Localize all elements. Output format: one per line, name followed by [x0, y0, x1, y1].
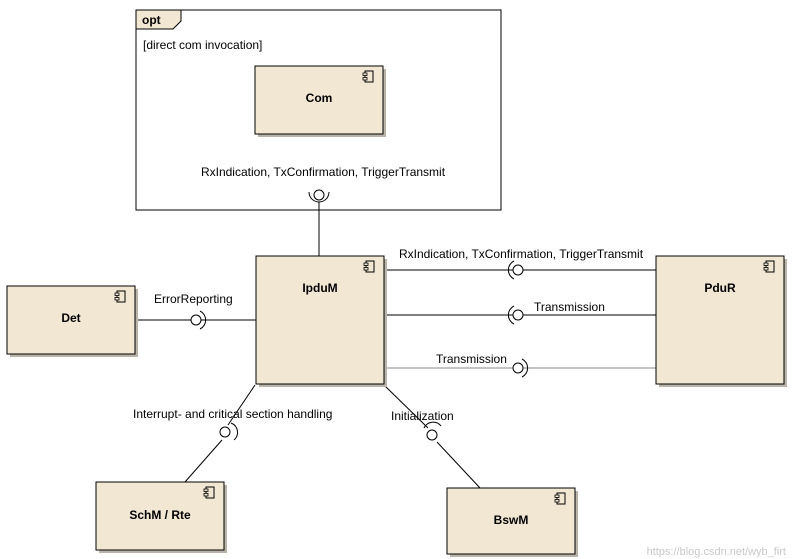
interrupt-socket-icon: [230, 422, 238, 441]
ipdum-schm-link: [227, 384, 256, 426]
init-ball-icon: [426, 429, 438, 441]
bswm-label: BswM: [494, 513, 529, 527]
initialization-label: Initialization: [391, 409, 454, 423]
pdur-rx-socket-icon: [507, 260, 515, 280]
pdur-tx-socket-icon: [507, 305, 515, 325]
tx2-socket-icon: [521, 358, 529, 378]
det-label: Det: [61, 311, 80, 325]
interface-symbols: [190, 189, 529, 441]
pdur-tx-ball-icon: [512, 309, 524, 321]
error-ball-icon: [190, 314, 202, 326]
error-socket-icon: [199, 310, 207, 330]
component-bswm[interactable]: BswM: [446, 487, 578, 557]
com-ball-icon: [313, 189, 325, 201]
ipdum-bswm-link: [383, 384, 429, 429]
watermark: https://blog.csdn.net/wyb_firt: [647, 546, 786, 558]
opt-fragment: opt [direct com invocation]: [135, 9, 502, 211]
connections: [135, 202, 656, 489]
transmission-label-1: Transmission: [534, 300, 605, 314]
interrupt-label: Interrupt- and critical section handling: [133, 407, 332, 421]
schm-link: [184, 439, 223, 483]
component-schm[interactable]: SchM / Rte: [95, 481, 227, 553]
com-interface-label: RxIndication, TxConfirmation, TriggerTra…: [201, 165, 446, 179]
transmission-label-2: Transmission: [436, 352, 507, 366]
pdur-rx-ball-icon: [512, 264, 524, 276]
error-reporting-label: ErrorReporting: [154, 292, 233, 306]
component-com[interactable]: Com: [254, 65, 386, 137]
schm-label: SchM / Rte: [129, 508, 191, 522]
bswm-link: [436, 441, 481, 489]
init-socket-icon: [423, 421, 442, 429]
component-ipdum[interactable]: IpduM: [255, 255, 387, 387]
com-socket-icon: [308, 191, 330, 203]
component-pdur[interactable]: PduR: [655, 255, 787, 387]
com-label: Com: [306, 91, 333, 105]
interrupt-ball-icon: [219, 426, 231, 438]
fragment-guard: [direct com invocation]: [143, 38, 262, 52]
fragment-tag: opt: [142, 13, 161, 27]
tx2-ball-icon: [512, 362, 524, 374]
component-det[interactable]: Det: [6, 285, 138, 357]
ipdum-label: IpduM: [302, 281, 337, 295]
pdur-interface-label: RxIndication, TxConfirmation, TriggerTra…: [399, 247, 644, 261]
interface-labels: RxIndication, TxConfirmation, TriggerTra…: [133, 165, 644, 423]
pdur-label: PduR: [704, 281, 736, 295]
